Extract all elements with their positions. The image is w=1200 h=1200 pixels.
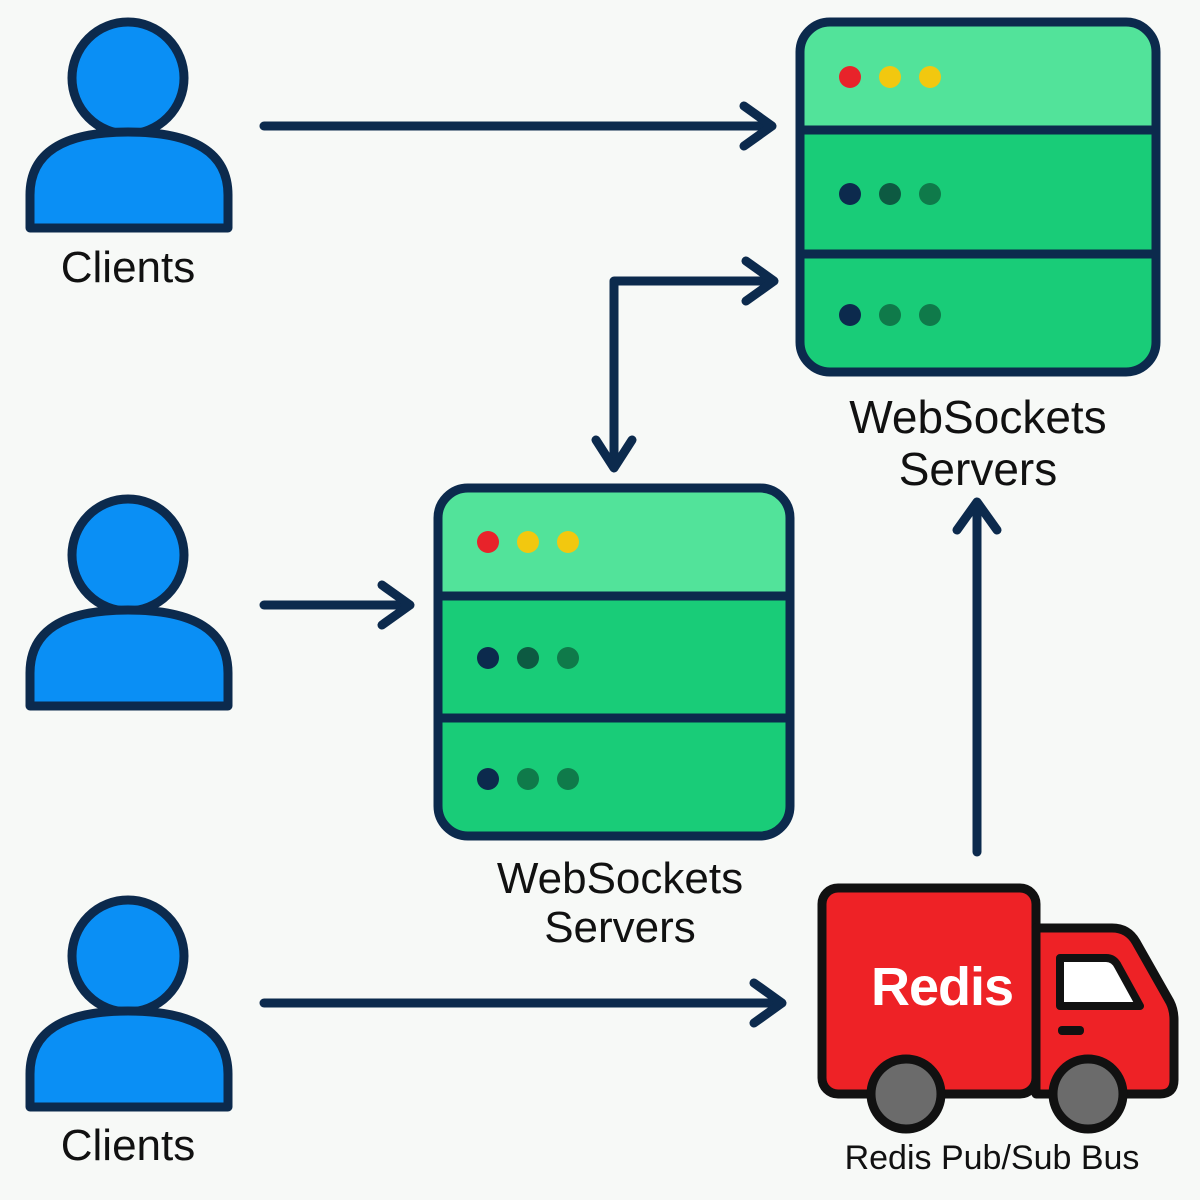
server-icon-middle — [433, 483, 795, 841]
client-icon-top — [25, 17, 233, 233]
truck-wheel-front — [1048, 1054, 1128, 1134]
status-led-yellow — [557, 531, 579, 553]
clients-label-top: Clients — [28, 243, 228, 292]
truck-wheel-rear — [866, 1054, 946, 1134]
server-label-middle: WebSockets Servers — [468, 854, 772, 953]
status-led — [839, 183, 861, 205]
status-led-yellow — [517, 531, 539, 553]
user-icon-head — [67, 17, 189, 139]
clients-label-text: Clients — [60, 243, 196, 292]
clients-label-bottom: Clients — [28, 1121, 228, 1170]
server-label-line2: Servers — [544, 903, 696, 953]
client-icon-middle — [25, 494, 233, 711]
clients-label-text: Clients — [60, 1121, 196, 1170]
status-led-yellow — [879, 66, 901, 88]
redis-badge-label: Redis — [828, 957, 1056, 1017]
status-led — [557, 647, 579, 669]
server-icon-top — [795, 17, 1161, 377]
arrow-icon-redis-to-server-top — [952, 497, 1002, 857]
status-led — [477, 647, 499, 669]
redis-badge-text: Redis — [870, 957, 1014, 1017]
redis-caption: Redis Pub/Sub Bus — [822, 1139, 1162, 1177]
user-icon-body — [25, 1006, 233, 1112]
server-label-top: WebSockets Servers — [826, 391, 1130, 495]
status-led — [919, 304, 941, 326]
status-led-red — [477, 531, 499, 553]
user-icon-head — [67, 895, 189, 1017]
status-led — [839, 304, 861, 326]
redis-caption-text: Redis Pub/Sub Bus — [844, 1139, 1140, 1177]
status-led-red — [839, 66, 861, 88]
status-led — [557, 768, 579, 790]
arrow-icon-bidirectional-servers — [591, 256, 779, 473]
client-icon-bottom — [25, 895, 233, 1112]
status-led — [517, 647, 539, 669]
status-led — [919, 183, 941, 205]
arrow-icon-client-bottom-to-redis — [259, 978, 787, 1028]
status-led — [517, 768, 539, 790]
server-label-line1: WebSockets — [496, 854, 744, 903]
truck-window — [1056, 954, 1144, 1010]
server-label-line1: WebSockets — [849, 391, 1107, 443]
status-led — [879, 304, 901, 326]
truck-icon — [817, 883, 1179, 1134]
truck-door-handle — [1058, 1026, 1084, 1035]
status-led-yellow — [919, 66, 941, 88]
user-icon-body — [25, 127, 233, 233]
user-icon-body — [25, 605, 233, 711]
user-icon-head — [67, 494, 189, 616]
server-label-line2: Servers — [898, 442, 1058, 495]
arrow-icon-client-middle-to-server-middle — [259, 580, 415, 630]
arrow-icon-client-top-to-server-top — [259, 101, 777, 151]
status-led — [879, 183, 901, 205]
status-led — [477, 768, 499, 790]
